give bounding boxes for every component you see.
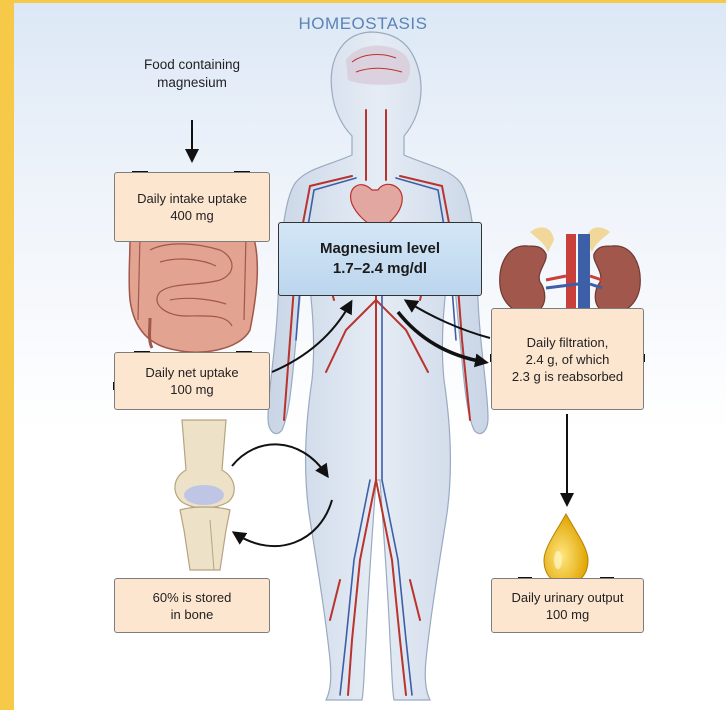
net-uptake-to-level-arrow [272,304,350,372]
to-bone-arrow [232,444,326,474]
from-bone-arrow [236,500,332,546]
